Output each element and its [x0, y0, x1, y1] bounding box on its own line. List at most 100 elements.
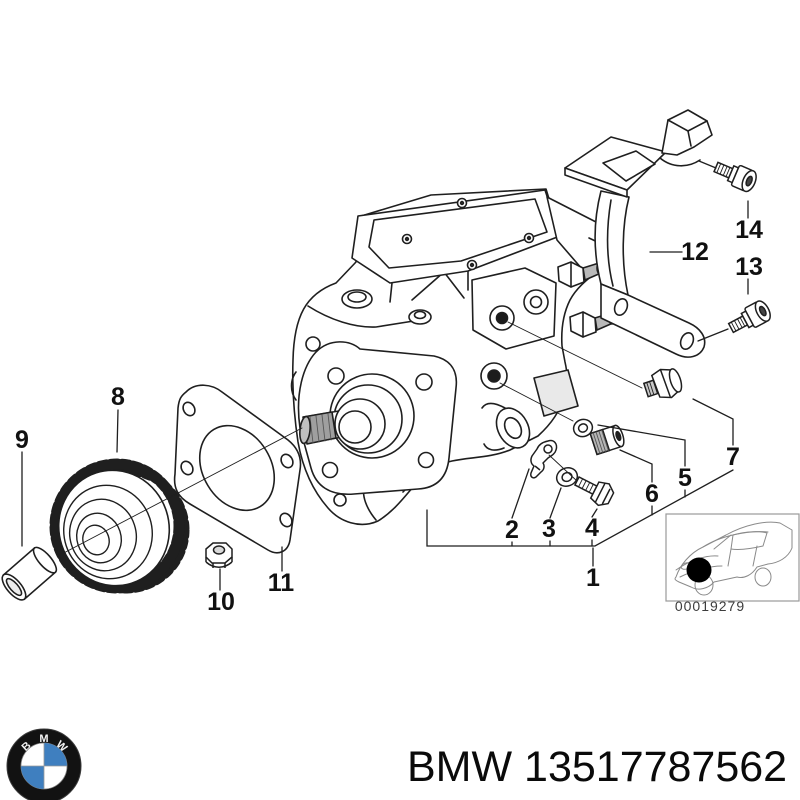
callout-14: 14: [735, 216, 763, 244]
bracket-finger: [661, 109, 713, 156]
gasket-plate: [173, 384, 302, 554]
deck-boss-inner: [413, 310, 427, 320]
logo-letter-m: M: [39, 733, 48, 745]
sprocket-teeth: [49, 458, 185, 594]
leader-14: [698, 160, 749, 219]
stop-bracket-outline: [530, 439, 558, 479]
callout-13: 13: [735, 253, 763, 281]
bolt-head-facets: [594, 483, 611, 505]
axis-line-plug: [507, 321, 643, 389]
sprocket-ring: [75, 512, 123, 564]
sprocket-ring: [63, 484, 153, 580]
injection-pump-assembly: [290, 188, 618, 526]
flange-hole: [327, 367, 345, 385]
gasket-center-hole: [198, 424, 276, 512]
bracket-finger-folds: [667, 119, 708, 147]
bolt14-socket: [745, 175, 753, 187]
plug-face: [668, 368, 683, 393]
callout-1: 1: [586, 564, 600, 592]
hex-bolt-4: [573, 475, 615, 507]
callout-8: 8: [111, 383, 125, 411]
callout-11: 11: [268, 569, 295, 597]
bracket-curl: [659, 157, 701, 167]
rib-lines: [389, 270, 469, 303]
leader-6: [619, 449, 653, 516]
callout-6: 6: [645, 480, 659, 508]
flange-hole: [415, 373, 433, 391]
sprocket-gear: [49, 458, 190, 594]
leader-lines: [21, 160, 749, 591]
bracket-plate-slot: [602, 150, 656, 182]
assembly-axis-line: [57, 427, 303, 557]
callout-10: 10: [207, 588, 235, 616]
solenoid-block: [533, 369, 579, 417]
cap-far-end: [32, 546, 58, 574]
callout-3: 3: [542, 515, 556, 543]
thread-lines: [578, 478, 594, 493]
support-bracket: [564, 109, 713, 358]
head-cylinder-inner: [503, 416, 523, 440]
callout-2: 2: [505, 516, 519, 544]
leader-8: [116, 409, 119, 453]
sprocket-hub: [82, 524, 110, 556]
nut-flange: [205, 557, 233, 568]
protecting-cap: [1, 546, 58, 601]
plug-facet: [659, 369, 672, 398]
gasket-hole: [180, 460, 194, 476]
bracket-line-1: [426, 469, 734, 547]
bracket-foot-hole: [613, 298, 629, 316]
knurl-lines: [592, 429, 609, 454]
plug-thread-lines: [646, 381, 655, 396]
stop-bracket: [530, 439, 558, 479]
rear-boss-hole: [529, 295, 543, 309]
isa-screw-14: [713, 161, 757, 193]
thumbnail-code: 00019279: [675, 598, 745, 614]
collar-nut: [205, 542, 233, 568]
callout-labels: 1 2 3 4 5 6 7 8 9 10 11 12 13 14: [15, 216, 763, 616]
logo-cross: [21, 743, 67, 789]
leader-3: [549, 487, 562, 547]
cover-screws: [401, 197, 535, 271]
callout-7: 7: [726, 443, 740, 471]
stop-bracket-hole: [543, 444, 553, 454]
sprocket-ring: [69, 498, 137, 572]
leader-2: [511, 468, 530, 547]
bolt13-socket: [758, 305, 767, 317]
damper-sleeve-5: [589, 424, 625, 456]
bracket-foot-hole: [679, 332, 695, 350]
nut-bore: [212, 545, 226, 555]
gasket-hole: [279, 512, 293, 528]
logo-quadrant-blue-ne: [44, 743, 67, 766]
logo-quadrant-blue-sw: [21, 766, 44, 789]
thread-lines: [716, 163, 731, 177]
flange-hole: [321, 461, 339, 479]
callout-5: 5: [678, 464, 692, 492]
cap-bore: [5, 577, 23, 597]
isa-screw-13: [727, 300, 771, 334]
bracket-arm-line: [606, 199, 614, 287]
stop-bracket-notch: [534, 465, 541, 471]
bracket-plate-edge: [564, 167, 628, 198]
thread-lines: [730, 317, 746, 332]
casting-hole: [305, 336, 321, 352]
head-cylinder-body: [481, 402, 506, 451]
location-dot: [686, 557, 712, 583]
deck-edge: [307, 305, 421, 328]
axis-line-washer: [499, 382, 574, 422]
spline-hatch: [309, 413, 332, 444]
callout-4: 4: [585, 514, 599, 542]
part-number-text: BMW 13517787562: [407, 743, 787, 791]
rear-flange: [471, 267, 557, 350]
gasket-hole: [182, 401, 196, 417]
callout-12: 12: [681, 238, 709, 266]
washer-6: [572, 418, 594, 438]
callout-9: 9: [15, 426, 29, 454]
sleeve-bore: [615, 430, 622, 442]
leader-4: [591, 508, 598, 547]
shaft-spline: [302, 411, 337, 445]
leader-7: [692, 398, 734, 446]
head-boss-hole: [487, 369, 501, 383]
leader-13: [697, 278, 749, 342]
ecu-cover-top: [368, 198, 548, 269]
